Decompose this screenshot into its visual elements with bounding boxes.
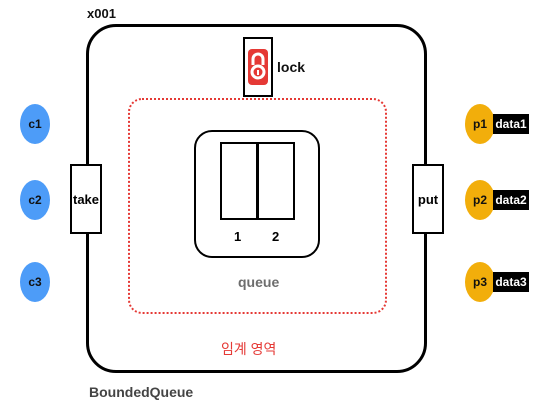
producer-data-tag: data3 [493,272,529,292]
take-port: take [70,164,102,234]
producer-data-tag: data1 [493,114,529,134]
consumer-c3: c3 [20,262,50,302]
queue-container [194,130,320,258]
queue-slot-2 [257,142,295,220]
lock-label: lock [277,59,306,75]
queue-slot-index: 2 [272,229,280,244]
producer-p2: p2 [465,180,495,220]
put-port: put [412,164,444,234]
queue-slot-index: 1 [234,229,242,244]
critical-section-region [128,98,387,314]
consumer-c1: c1 [20,104,50,144]
lock-icon [248,49,268,85]
consumer-c2: c2 [20,180,50,220]
class-name-label: BoundedQueue [89,384,194,400]
queue-slot-1 [220,142,258,220]
producer-p3: p3 [465,262,495,302]
queue-label: queue [238,274,280,290]
lock-box [243,37,273,97]
object-id-label: x001 [87,6,116,21]
critical-section-label: 임계 영역 [221,341,277,357]
producer-data-tag: data2 [493,190,529,210]
producer-p1: p1 [465,104,495,144]
